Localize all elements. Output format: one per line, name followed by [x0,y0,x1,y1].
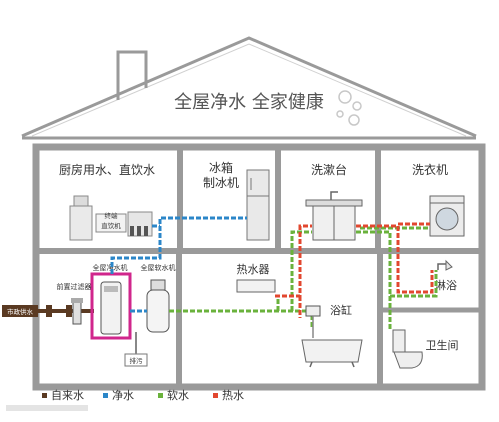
shower-label: 淋浴 [435,279,457,292]
legend: 自来水 净水 软水 热水 [42,388,244,402]
roof-inner [31,43,467,137]
heater-label: 热水器 [237,263,270,276]
house-title: 全屋净水 全家健康 [174,92,324,113]
legend-label: 自来水 [51,389,84,402]
pipes-soft-water [169,226,438,330]
kitchen-label: 厨房用水、直饮水 [59,162,155,177]
kitchen-appliance-icon [69,195,153,241]
heater-icon [236,279,276,293]
drain-label: 排污 [130,356,144,365]
bathtub-icon [301,339,363,368]
bathtub-label: 浴缸 [330,303,352,317]
legend-label: 软水 [167,388,189,402]
purifier-icon [100,281,122,335]
toilet-label: 卫生间 [426,338,459,352]
shower-icon [437,259,453,271]
legend-swatch [103,393,108,398]
washer-icon [429,195,465,237]
legend-swatch [213,393,218,398]
pipes-hot-water [275,222,434,318]
sink-icon [305,191,363,241]
fridge-icon [246,169,270,241]
municipal-label: 市政供水 [7,307,34,316]
toilet-icon [392,329,423,369]
pipes-pure-water [110,216,247,313]
fridge-label-2: 制冰机 [203,176,239,190]
prefilter-icon [71,298,83,325]
house-walls [32,143,486,391]
bathtub-faucet-icon [305,305,321,338]
legend-swatch [158,393,163,398]
prefilter-label: 前置过滤器 [57,282,92,291]
roof-outline [21,36,477,138]
legend-label: 净水 [112,388,134,402]
legend-swatch [42,393,47,398]
watermark-strip [6,405,88,411]
softener-label: 全屋软水机 [141,263,176,272]
purifier-label: 全屋净水机 [93,263,128,272]
legend-label: 热水 [222,389,244,402]
kitchen-device-label-2: 直饮机 [101,221,121,230]
kitchen-device-label-1: 终端 [105,211,119,220]
washer-label: 洗衣机 [412,162,448,177]
municipal-label-box [2,305,38,317]
valve-icon [46,305,72,317]
softener-icon [146,279,170,333]
sink-label: 洗漱台 [311,162,347,177]
fridge-label-1: 冰箱 [209,160,233,175]
bubbles-icon [336,90,362,126]
chimney [116,50,148,100]
